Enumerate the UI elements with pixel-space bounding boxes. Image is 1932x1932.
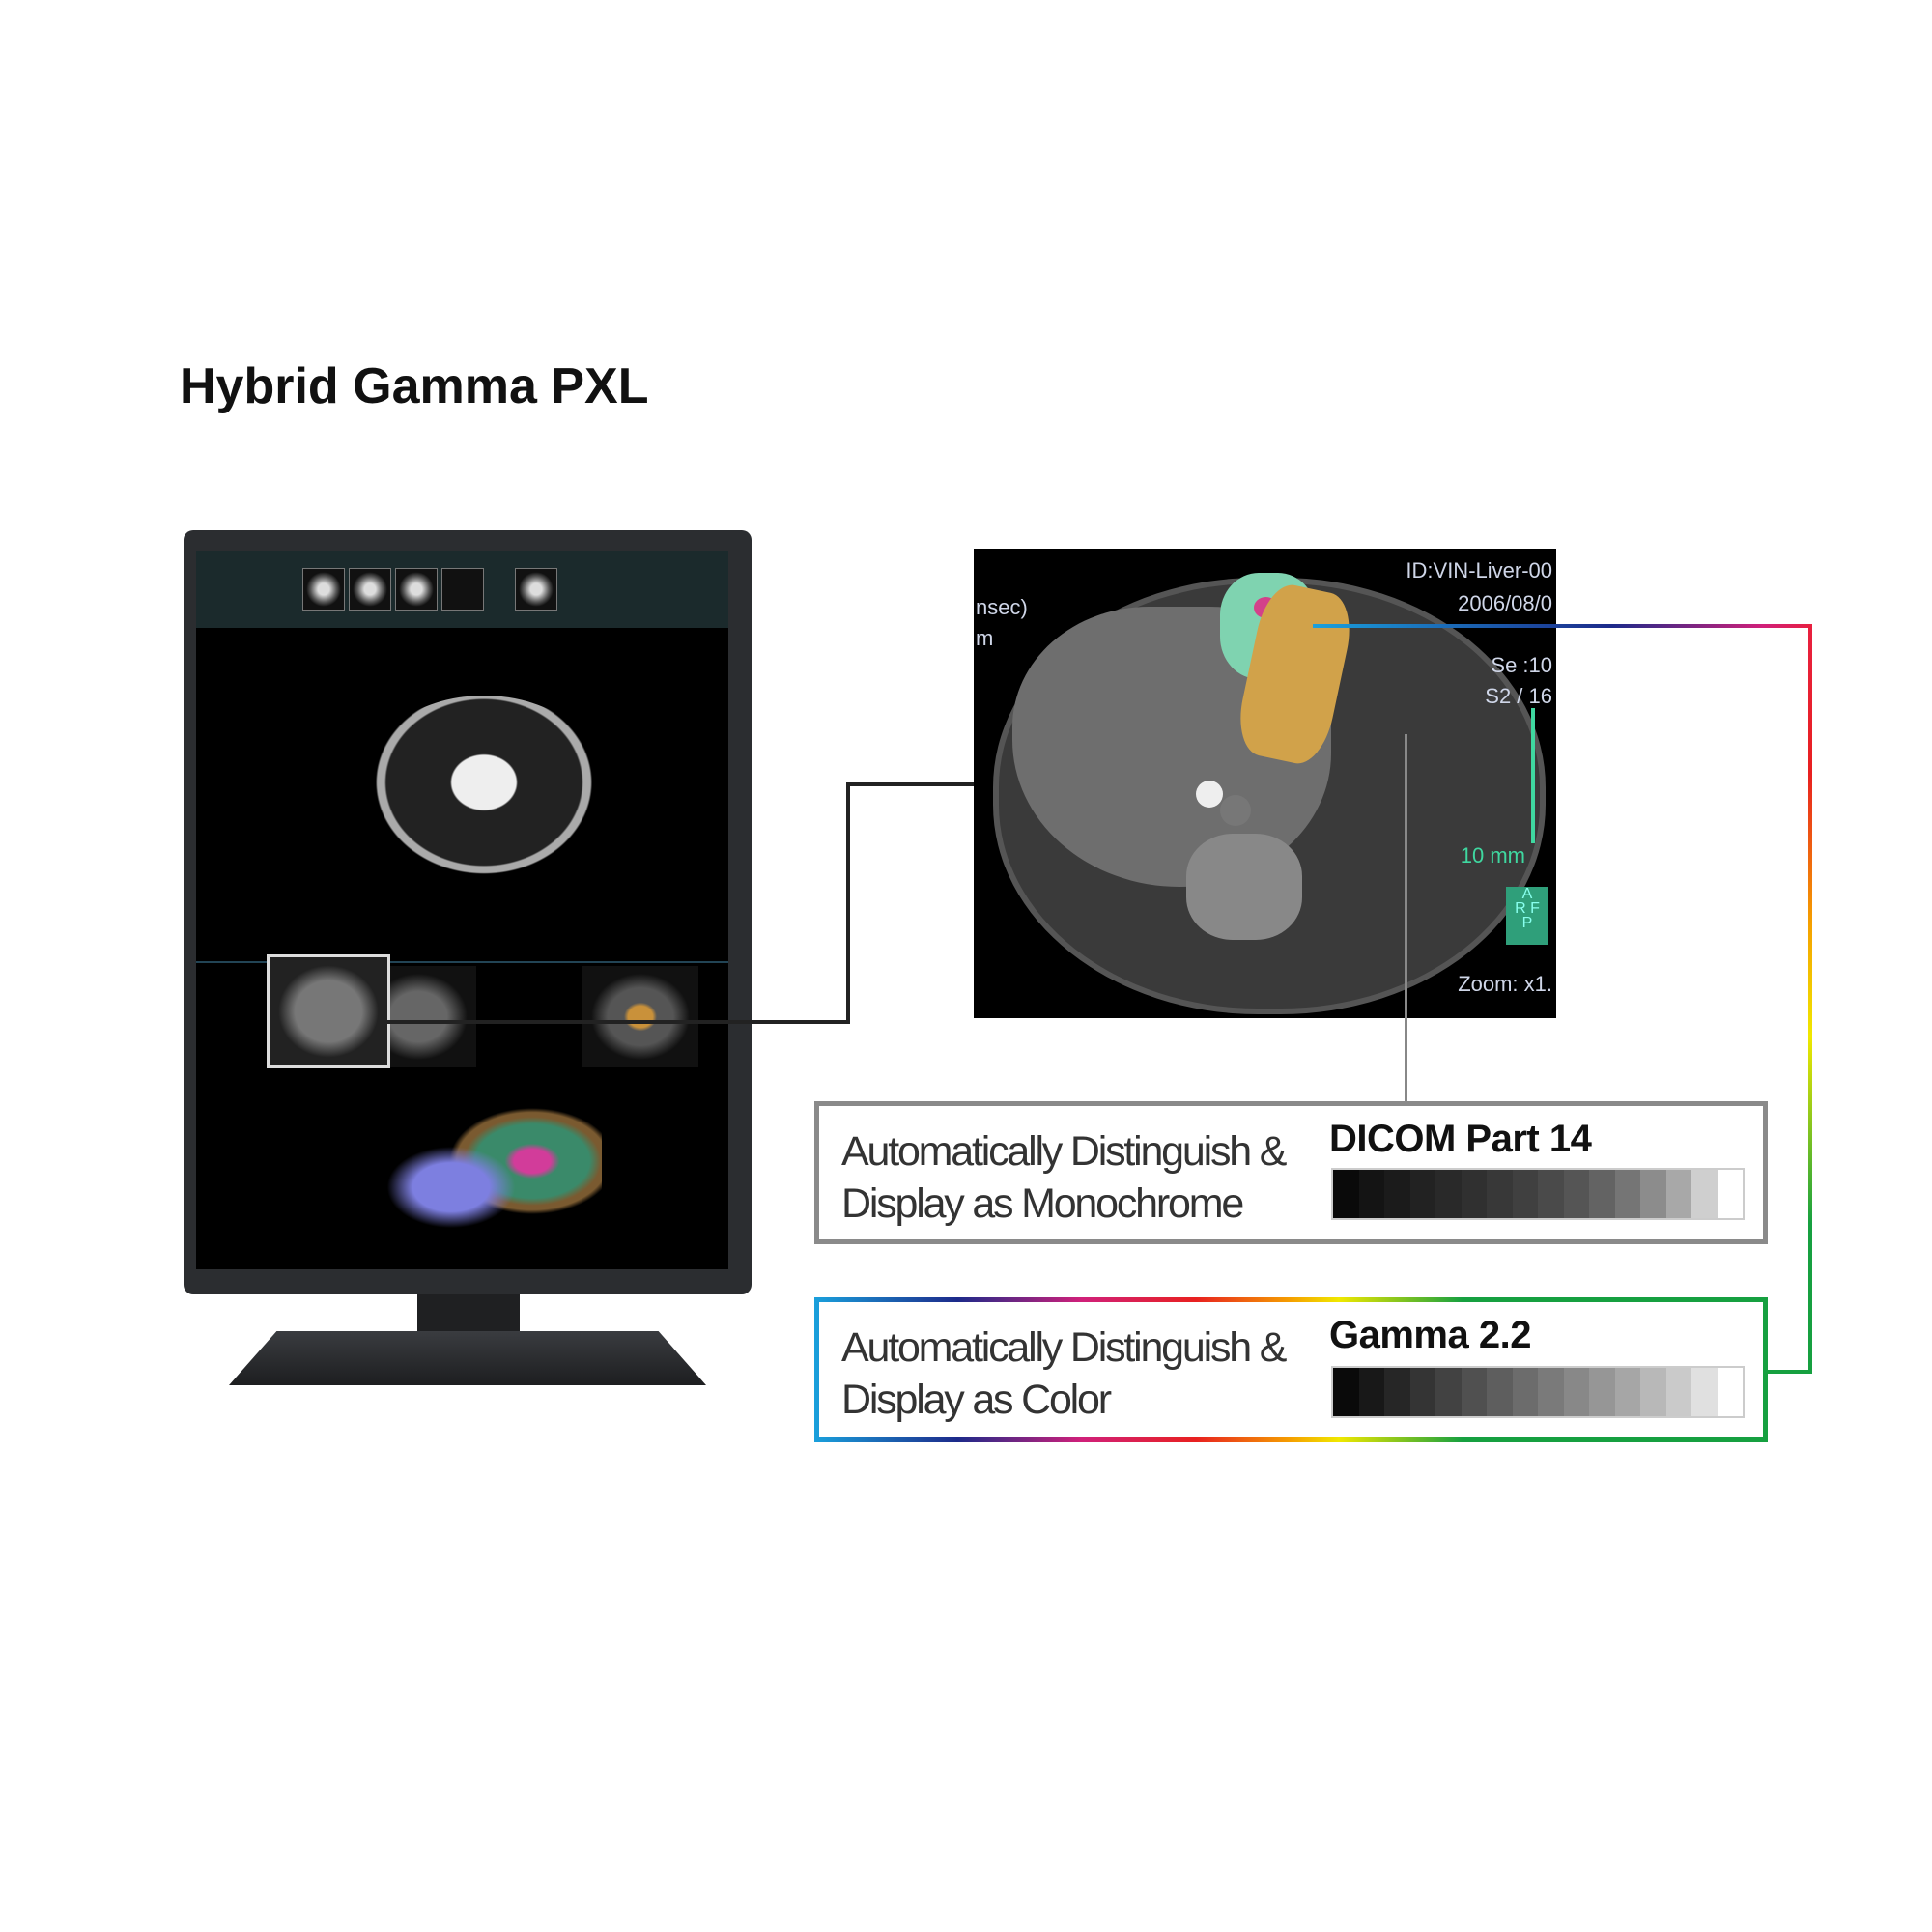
scale-bar	[1531, 708, 1535, 843]
overlay-slice: S2 / 16	[1485, 684, 1552, 708]
desc-line: Display as Monochrome	[841, 1180, 1244, 1227]
viewer-toolbar	[196, 551, 728, 628]
color-description: Automatically Distinguish & Display as C…	[841, 1321, 1287, 1426]
overlay-series: Se :10	[1491, 653, 1552, 677]
divider	[196, 961, 728, 963]
overlay-date: 2006/08/0	[1458, 591, 1552, 615]
3d-liver-render	[370, 1092, 602, 1265]
page-title: Hybrid Gamma PXL	[180, 358, 649, 414]
desc-line: Automatically Distinguish &	[841, 1324, 1287, 1371]
mono-mode-label: DICOM Part 14	[1329, 1118, 1592, 1160]
monitor	[184, 530, 752, 1294]
connector-line	[387, 1020, 850, 1024]
monitor-stand-base	[229, 1331, 706, 1385]
color-mode-label: Gamma 2.2	[1329, 1314, 1531, 1356]
connector-line-color	[1808, 624, 1812, 1374]
zoom-level: Zoom: x1.	[1458, 972, 1552, 996]
ct-sagittal-image	[582, 966, 698, 1067]
connector-line-color	[1760, 1370, 1812, 1374]
orient-label: A	[1521, 886, 1533, 902]
ct-zoom-image: nsec) m ID:VIN-Liver-00 2006/08/0 Se :10…	[974, 549, 1556, 1018]
grayscale-ramp-gamma	[1331, 1366, 1745, 1418]
connector-line-color	[1313, 624, 1812, 628]
connector-line-gray	[1405, 734, 1407, 1103]
monochrome-panel: Automatically Distinguish & Display as M…	[814, 1101, 1768, 1244]
ct-aorta	[1220, 795, 1251, 826]
orient-label: F	[1530, 900, 1540, 917]
desc-line: Display as Color	[841, 1377, 1112, 1423]
desc-line: Automatically Distinguish &	[841, 1128, 1287, 1175]
orient-label: P	[1521, 915, 1533, 931]
overlay-text: m	[976, 626, 994, 650]
scale-label: 10 mm	[1460, 843, 1525, 867]
connector-line	[846, 782, 850, 1024]
ct-spine	[1186, 834, 1302, 940]
overlay-text: nsec)	[976, 595, 1028, 619]
thumbnail[interactable]	[395, 568, 438, 611]
orient-label: R	[1515, 900, 1526, 917]
monitor-stand-neck	[417, 1294, 520, 1333]
mono-description: Automatically Distinguish & Display as M…	[841, 1125, 1287, 1230]
thumbnail[interactable]	[349, 568, 391, 611]
grayscale-ramp-dicom	[1331, 1168, 1745, 1220]
color-panel: Automatically Distinguish & Display as C…	[814, 1297, 1768, 1442]
thumbnail[interactable]	[441, 568, 484, 611]
ct-vessel	[1196, 781, 1223, 808]
ct-chest-image	[358, 696, 610, 889]
overlay-id: ID:VIN-Liver-00	[1406, 558, 1552, 582]
orientation-cube: A R F P	[1506, 887, 1548, 945]
zoom-selection-box	[267, 954, 390, 1068]
thumbnail[interactable]	[302, 568, 345, 611]
thumbnail[interactable]	[515, 568, 557, 611]
monitor-screen	[196, 551, 728, 1269]
connector-line	[846, 782, 976, 786]
